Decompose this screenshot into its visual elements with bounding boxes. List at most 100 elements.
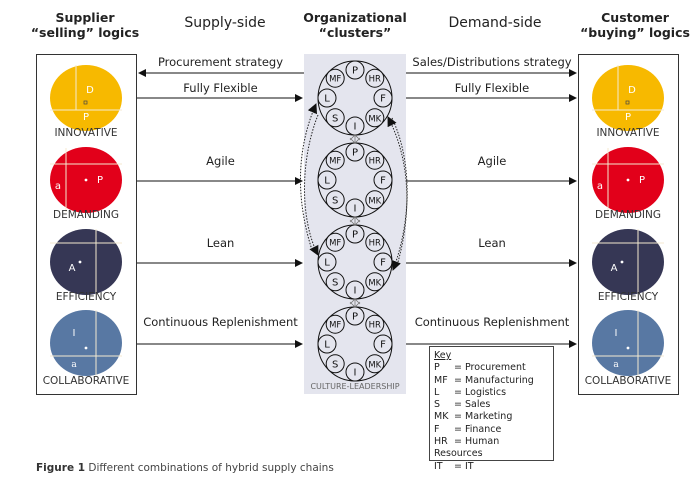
key-item-abbr: MK [434,411,449,423]
cluster-node-label: MF [329,321,341,331]
cluster-node-label: I [354,204,357,215]
arrow-label: Agile [478,154,507,168]
key-item: S = Sales [434,399,549,411]
clusters-header: Organizational “clusters” [290,10,420,40]
quadrant-letter: P [83,112,89,123]
cluster-node [325,150,345,170]
logic-label: INNOVATIVE [54,127,117,139]
figure-label: Figure 1 [36,462,86,474]
cluster-node [317,334,337,354]
demand-arrow-1: Fully Flexible [406,81,577,102]
arrow-label: Agile [206,154,235,168]
culture-leadership-label: CULTURE-LEADERSHIP [310,382,399,391]
cluster-node-label: F [380,340,386,351]
quadrant-letter: P [97,175,103,186]
key-item-meaning: = Marketing [451,411,513,423]
supplier-header-line1: Supplier [55,10,115,25]
logic-circle [592,65,664,131]
cluster-node-label: P [352,230,358,241]
cluster-node-label: P [352,148,358,159]
key-item-meaning: = Logistics [451,386,507,398]
key-item: P = Procurement [434,362,549,374]
cluster-node-label: MF [329,75,341,85]
quadrant-letter: P [625,112,631,123]
cluster-node [365,354,385,374]
supply-arrow-4: Continuous Replenishment [137,315,303,348]
logic-circle [50,65,122,131]
logic-circle [592,229,664,295]
arrow-label: Continuous Replenishment [143,315,298,329]
logic-label: INNOVATIVE [596,127,659,139]
dotted-curve-left-up [299,103,318,251]
cluster-node [325,68,345,88]
arrow-label: Lean [478,236,506,250]
cluster-node [325,272,345,292]
key-item-meaning: = Sales [451,399,491,411]
cluster-node-label: MK [368,360,381,370]
cluster-node [325,354,345,374]
demand-side-header: Demand-side [448,15,542,31]
logic-label: COLLABORATIVE [585,375,672,387]
supply-arrow-2: Agile [137,154,303,185]
quadrant-letter: a [55,181,61,192]
key-item-meaning: = Human Resources [434,436,500,460]
cluster-node-label: F [380,258,386,269]
cluster-connector-2 [349,298,361,308]
cluster-node-label: MF [329,239,341,249]
customer-header-line1: Customer [601,10,669,25]
cluster-node-label: F [380,176,386,187]
point-marker [620,260,624,264]
key-item: IT = IT [434,461,549,473]
cluster-node-label: P [352,312,358,323]
connector-head [349,298,361,305]
logic-label: COLLABORATIVE [43,375,130,387]
quadrant-letter: P [639,175,645,186]
key-item: MF = Manufacturing [434,375,549,387]
key-item: F = Finance [434,424,549,436]
cluster-node [365,190,385,210]
figure-caption-text: Different combinations of hybrid supply … [88,462,334,474]
key-item-abbr: L [434,386,440,398]
arrow-label: Fully Flexible [455,81,529,95]
cluster-node [325,190,345,210]
key-item-abbr: S [434,399,441,411]
demand-arrow-2: Agile [406,154,577,185]
key-item-meaning: = IT [451,460,474,472]
key-item: L = Logistics [434,387,549,399]
cluster-connector-1 [349,216,361,226]
logic-label: DEMANDING [53,209,119,221]
clusters-header-line1: Organizational [303,10,407,25]
point-marker [78,260,82,264]
cluster-node-label: S [332,277,338,288]
key-item-abbr: P [434,362,440,374]
demand-arrow-3: Lean [406,236,577,267]
quadrant-letter: D [628,85,636,96]
cluster-node [365,108,385,128]
quadrant-letter: I [73,328,76,339]
cluster-node-label: L [324,340,330,351]
cluster-node [365,150,385,170]
logic-circle [50,229,122,295]
logic-circle [592,310,664,376]
key-item-meaning: = Procurement [451,362,526,374]
cluster-node-label: F [380,94,386,105]
connector-head [349,134,361,141]
cluster-node [345,60,365,80]
quadrant-letter: a [597,181,603,192]
quadrant-letter: D [86,85,94,96]
cluster-node [365,68,385,88]
arrow-label: Fully Flexible [183,81,257,95]
logic-label: DEMANDING [595,209,661,221]
figure-caption: Figure 1 Different combinations of hybri… [36,462,334,474]
cluster-node-label: I [354,122,357,133]
cluster-node-label: L [324,94,330,105]
cluster-node-label: L [324,176,330,187]
cluster-node [373,334,393,354]
key-item-abbr: F [434,423,440,435]
